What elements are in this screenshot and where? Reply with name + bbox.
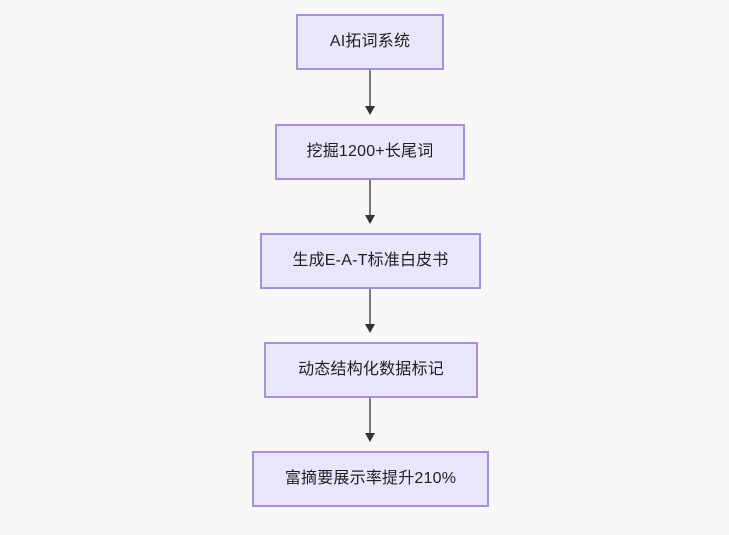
flow-node-mine-longtail-keywords[interactable]: 挖掘1200+长尾词: [275, 124, 465, 180]
edge-line: [369, 70, 371, 107]
arrowhead-icon: [365, 324, 375, 333]
flow-node-label: AI拓词系统: [329, 33, 411, 51]
flow-node-label: 挖掘1200+长尾词: [306, 143, 434, 161]
edge-line: [369, 180, 371, 216]
edge-line: [369, 289, 371, 325]
flow-node-label: 动态结构化数据标记: [298, 361, 444, 379]
arrowhead-icon: [365, 106, 375, 115]
arrowhead-icon: [365, 215, 375, 224]
flow-node-label: 生成E-A-T标准白皮书: [292, 252, 449, 270]
edge-line: [369, 398, 371, 434]
arrowhead-icon: [365, 433, 375, 442]
flow-node-generate-eat-whitepaper[interactable]: 生成E-A-T标准白皮书: [260, 233, 481, 289]
flow-node-label: 富摘要展示率提升210%: [284, 470, 457, 488]
flow-node-dynamic-structured-data[interactable]: 动态结构化数据标记: [264, 342, 478, 398]
flow-node-ai-keyword-system[interactable]: AI拓词系统: [296, 14, 444, 70]
flow-node-rich-snippet-uplift[interactable]: 富摘要展示率提升210%: [252, 451, 489, 507]
